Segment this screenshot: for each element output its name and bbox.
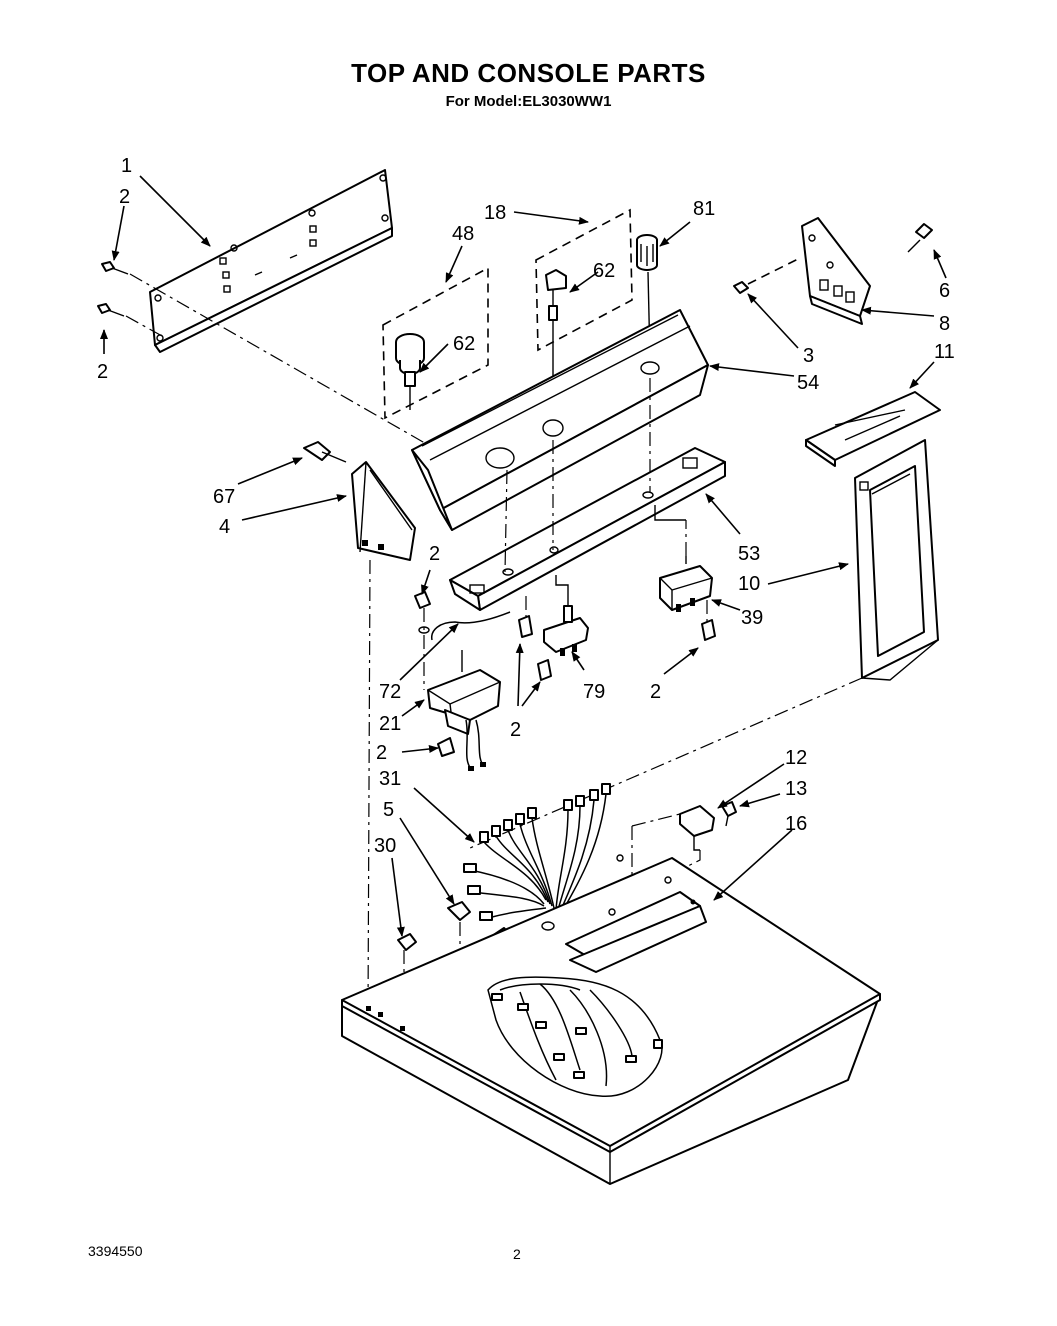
callout-72: 72	[379, 681, 401, 703]
switch-79	[543, 575, 589, 656]
callout-31: 31	[379, 768, 401, 790]
callout-39: 39	[741, 607, 763, 629]
screw-left-upper	[101, 261, 129, 275]
callout-62: 62	[453, 333, 475, 355]
callout-11: 11	[934, 341, 955, 363]
callout-67: 67	[213, 486, 235, 508]
model-subtitle: For Model:EL3030WW1	[445, 93, 612, 110]
callout-62: 62	[593, 260, 615, 282]
callout-18: 18	[484, 202, 506, 224]
callout-2: 2	[97, 361, 108, 383]
screw-2-timer	[437, 737, 455, 757]
callout-30: 30	[374, 835, 396, 857]
callout-8: 8	[939, 313, 950, 335]
callout-53: 53	[738, 543, 760, 565]
timer-21	[427, 650, 501, 771]
callout-2: 2	[650, 681, 661, 703]
screw-left-lower	[97, 303, 125, 317]
callout-2: 2	[510, 719, 521, 741]
leader-lines	[100, 175, 947, 937]
rear-console-panel	[149, 169, 393, 353]
clip-67	[303, 441, 347, 463]
callout-3: 3	[803, 345, 814, 367]
callout-labels: 1 2 2 18 48 62 62 81 6 8 3 54 11 67 4 53…	[97, 155, 955, 857]
trim-frame-10	[854, 439, 939, 681]
end-cap-4	[351, 461, 416, 561]
callout-13: 13	[785, 778, 807, 800]
control-bracket-53	[449, 447, 726, 611]
document-number: 3394550	[88, 1243, 143, 1259]
screw-2-center-upper	[518, 596, 533, 638]
callout-79: 79	[583, 681, 605, 703]
screw-3	[733, 257, 801, 294]
screw-2-bracket-left	[414, 591, 431, 690]
callout-21: 21	[379, 713, 401, 735]
page-number: 2	[513, 1246, 521, 1262]
callout-2: 2	[119, 186, 130, 208]
screw-2-right	[701, 600, 716, 641]
callout-2: 2	[429, 543, 440, 565]
callout-81: 81	[693, 198, 715, 220]
page-title: TOP AND CONSOLE PARTS	[351, 58, 706, 88]
bracket-12	[679, 805, 715, 851]
callout-16: 16	[785, 813, 807, 835]
callout-1: 1	[121, 155, 132, 177]
callout-5: 5	[383, 799, 394, 821]
callout-48: 48	[452, 223, 474, 245]
callout-54: 54	[797, 372, 819, 394]
end-cap-bracket-8	[801, 217, 871, 325]
switch-39	[654, 505, 713, 612]
wire-harness-lower	[487, 976, 663, 1097]
callout-4: 4	[219, 516, 230, 538]
screw-6	[907, 223, 933, 253]
wire-72	[431, 611, 511, 641]
callout-12: 12	[785, 747, 807, 769]
callout-10: 10	[738, 573, 760, 595]
knob-81	[636, 234, 658, 361]
callout-2: 2	[376, 742, 387, 764]
callout-6: 6	[939, 280, 950, 302]
top-panel-16	[341, 854, 881, 1185]
screw-2-center-lower	[537, 659, 552, 681]
console-backsplash-54	[411, 309, 709, 531]
end-cap-11	[805, 391, 941, 467]
screw-13	[721, 801, 737, 827]
